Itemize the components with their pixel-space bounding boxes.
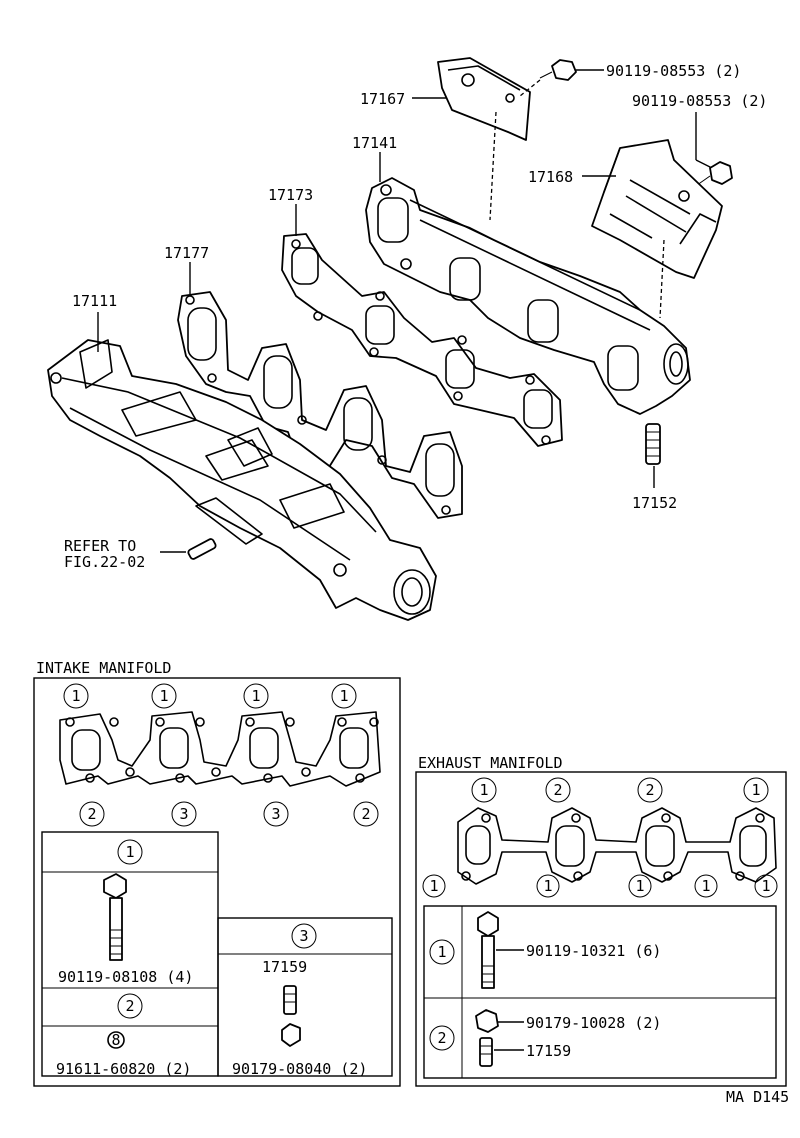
svg-text:1: 1	[635, 877, 644, 895]
intake-key3-header: 3	[291, 923, 317, 949]
exhaust-bottom-marker-1: 1	[422, 874, 446, 898]
label-17111: 17111	[72, 292, 117, 310]
svg-text:2: 2	[645, 781, 654, 799]
bolt-90119-08108	[103, 873, 127, 961]
svg-text:1: 1	[437, 943, 446, 961]
refer-fig-label: FIG.22-02	[64, 553, 145, 571]
exhaust-manifold-17141	[365, 177, 691, 415]
label-90179-08040: 90179-08040 (2)	[232, 1060, 367, 1078]
nut-90179-10028	[475, 1009, 499, 1033]
label-17177: 17177	[164, 244, 209, 262]
intake-bottom-marker-4: 2	[353, 801, 379, 827]
intake-top-marker-3: 1	[243, 683, 269, 709]
label-17152: 17152	[632, 494, 677, 512]
bolt-90119-08553-a	[539, 59, 577, 81]
intake-gasket-schematic	[59, 711, 381, 787]
svg-text:3: 3	[271, 805, 280, 823]
svg-text:1: 1	[251, 687, 260, 705]
label-17141: 17141	[352, 134, 397, 152]
refer-to-label: REFER TO	[64, 537, 136, 555]
svg-text:1: 1	[159, 687, 168, 705]
figure-code: MA D145	[726, 1088, 789, 1106]
label-17173: 17173	[268, 186, 313, 204]
svg-text:1: 1	[543, 877, 552, 895]
exhaust-bottom-marker-3: 1	[628, 874, 652, 898]
exhaust-bottom-marker-2: 1	[536, 874, 560, 898]
label-90119-10321: 90119-10321 (6)	[526, 942, 661, 960]
exhaust-top-marker-1: 1	[471, 777, 497, 803]
bolt-90119-08553-b	[689, 161, 733, 191]
svg-text:2: 2	[125, 997, 134, 1015]
intake-bottom-marker-1: 2	[79, 801, 105, 827]
intake-gasket-17177	[177, 291, 463, 519]
svg-text:2: 2	[553, 781, 562, 799]
exhaust-top-marker-2: 2	[545, 777, 571, 803]
intake-key3-table	[217, 917, 393, 1077]
svg-text:1: 1	[751, 781, 760, 799]
label-17159-exhaust: 17159	[526, 1042, 571, 1060]
intake-manifold-box	[33, 677, 401, 1087]
svg-text:1: 1	[429, 877, 438, 895]
exhaust-gasket-17173	[281, 233, 563, 447]
stud-17159-exhaust	[479, 1037, 493, 1067]
exhaust-bottom-marker-5: 1	[754, 874, 778, 898]
label-90179-10028: 90179-10028 (2)	[526, 1014, 661, 1032]
intake-key1-header: 1	[117, 839, 143, 865]
intake-key2-header: 2	[117, 993, 143, 1019]
heat-insulator-17167	[437, 57, 531, 141]
label-17167: 17167	[360, 90, 405, 108]
intake-manifold-17111	[47, 339, 437, 621]
intake-manifold-title: INTAKE MANIFOLD	[36, 659, 171, 677]
exhaust-bottom-marker-4: 1	[694, 874, 718, 898]
svg-text:2: 2	[87, 805, 96, 823]
svg-text:3: 3	[299, 927, 308, 945]
svg-text:3: 3	[179, 805, 188, 823]
svg-text:1: 1	[761, 877, 770, 895]
exhaust-manifold-title: EXHAUST MANIFOLD	[418, 754, 563, 772]
exhaust-gasket-schematic	[457, 807, 777, 885]
nut-90179-08040	[281, 1023, 301, 1047]
intake-top-marker-1: 1	[63, 683, 89, 709]
nut-91611-60820: 8	[107, 1031, 125, 1049]
exhaust-key2-header: 2	[429, 1025, 455, 1051]
label-90119-08553-b: 90119-08553 (2)	[632, 92, 767, 110]
svg-text:1: 1	[125, 843, 134, 861]
svg-text:8: 8	[111, 1031, 120, 1049]
svg-text:1: 1	[701, 877, 710, 895]
intake-top-marker-4: 1	[331, 683, 357, 709]
heat-insulator-17168	[591, 139, 723, 279]
svg-text:1: 1	[479, 781, 488, 799]
label-17159-intake: 17159	[262, 958, 307, 976]
intake-top-marker-2: 1	[151, 683, 177, 709]
intake-bottom-marker-3: 3	[263, 801, 289, 827]
svg-text:2: 2	[361, 805, 370, 823]
intake-bottom-marker-2: 3	[171, 801, 197, 827]
stud-17152	[645, 423, 661, 465]
exhaust-key1-header: 1	[429, 939, 455, 965]
intake-key1-table	[41, 831, 219, 1077]
bolt-90119-10321	[477, 911, 499, 989]
stud-17159-intake	[283, 985, 297, 1015]
exhaust-manifold-box	[415, 771, 787, 1087]
exhaust-top-marker-3: 2	[637, 777, 663, 803]
exhaust-key-table	[423, 905, 777, 1079]
exhaust-top-marker-4: 1	[743, 777, 769, 803]
label-17168: 17168	[528, 168, 573, 186]
label-91611-60820: 91611-60820 (2)	[56, 1060, 191, 1078]
stud-refer-fig22	[187, 538, 217, 560]
label-90119-08553-a: 90119-08553 (2)	[606, 62, 741, 80]
svg-text:1: 1	[339, 687, 348, 705]
label-90119-08108: 90119-08108 (4)	[58, 968, 193, 986]
svg-text:2: 2	[437, 1029, 446, 1047]
svg-text:1: 1	[71, 687, 80, 705]
